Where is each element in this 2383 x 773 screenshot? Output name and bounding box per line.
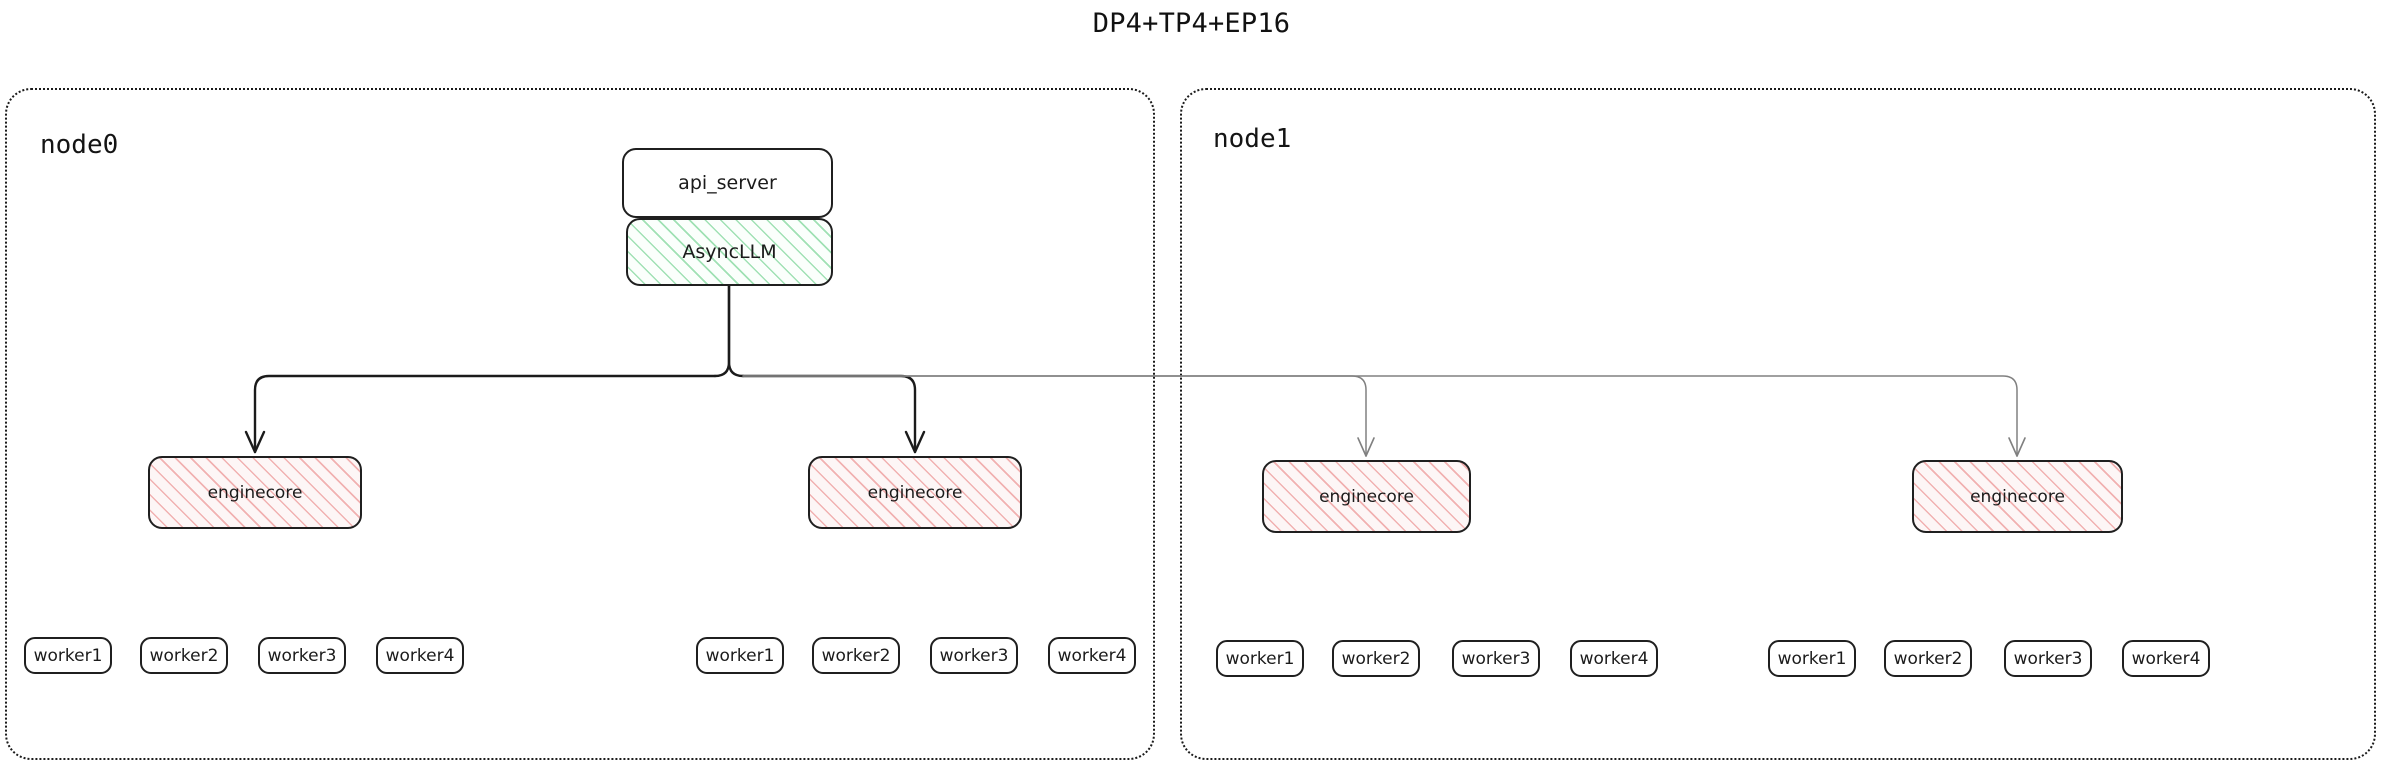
node-label-node0: node0	[40, 130, 119, 160]
box-worker[interactable]: worker3	[258, 637, 346, 674]
box-worker[interactable]: worker2	[1884, 640, 1972, 677]
box-worker[interactable]: worker2	[140, 637, 228, 674]
page-title: DP4+TP4+EP16	[1092, 8, 1291, 39]
box-worker[interactable]: worker4	[1048, 637, 1136, 674]
box-worker[interactable]: worker3	[930, 637, 1018, 674]
node-label-node1: node1	[1213, 124, 1292, 154]
box-worker[interactable]: worker1	[1768, 640, 1856, 677]
box-enginecore[interactable]: enginecore	[1262, 460, 1471, 533]
box-worker[interactable]: worker1	[24, 637, 112, 674]
box-worker[interactable]: worker2	[812, 637, 900, 674]
box-worker[interactable]: worker4	[2122, 640, 2210, 677]
box-api-server[interactable]: api_server	[622, 148, 833, 218]
box-enginecore[interactable]: enginecore	[1912, 460, 2123, 533]
box-worker[interactable]: worker4	[1570, 640, 1658, 677]
box-worker[interactable]: worker3	[2004, 640, 2092, 677]
box-worker[interactable]: worker1	[1216, 640, 1304, 677]
box-worker[interactable]: worker4	[376, 637, 464, 674]
box-enginecore[interactable]: enginecore	[148, 456, 362, 529]
box-async-llm[interactable]: AsyncLLM	[626, 218, 833, 286]
box-worker[interactable]: worker2	[1332, 640, 1420, 677]
box-worker[interactable]: worker3	[1452, 640, 1540, 677]
box-enginecore[interactable]: enginecore	[808, 456, 1022, 529]
box-worker[interactable]: worker1	[696, 637, 784, 674]
